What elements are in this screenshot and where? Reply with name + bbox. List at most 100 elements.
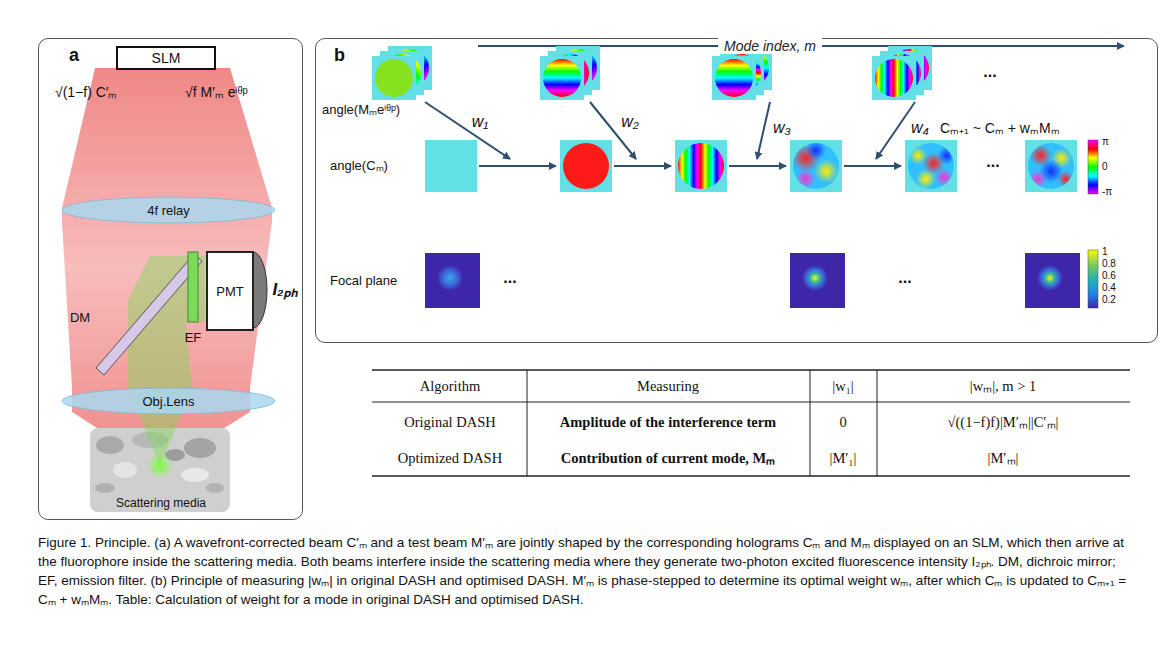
panel: b [315,38,1158,343]
ellipsis: ... [986,153,999,171]
weight-label: w₃ [773,119,791,137]
table-rule [810,370,811,476]
lens-shape [62,388,275,414]
phase-ground [905,140,957,192]
beam-label: √(1−f) C′ₘ [55,84,117,100]
weight-label: w₁ [472,113,489,131]
table-cell: Optimized DASH [398,450,502,467]
correction-hologram [905,140,957,192]
phase-colorbar [1088,140,1098,194]
table-cell: Original DASH [404,414,495,431]
table-rule [527,370,528,476]
correction-phase [563,143,609,189]
scatterer [206,483,224,493]
focal-spot [437,265,463,291]
panel: aSLM4f relayPMTObj.LensScattering media [38,38,303,520]
node-label: SLM [152,50,181,66]
colorbar-tick: 1 [1102,246,1108,258]
colorbar-tick: 0.4 [1102,282,1116,294]
weight-arrow [425,102,510,159]
table-cell: Contribution of current mode, Mₘ [561,450,776,467]
phase-blob [935,168,953,186]
ellipsis: ... [898,269,911,287]
phase-blob [796,169,816,189]
colorbar-tick: -π [1102,186,1112,198]
weight-arrow [590,102,636,159]
node-label: 4f relay [147,203,190,218]
colorbar-tick: 0.6 [1102,270,1116,282]
table-rule [877,370,878,476]
update-arrow [729,165,786,167]
correction-phase [1025,140,1077,192]
node-label: Scattering media [116,496,206,510]
scatterer [95,483,115,493]
mode-phase [375,59,413,97]
scatterer [184,438,216,458]
relay-lens: 4f relay [61,196,276,224]
table-cell: 0 [839,414,846,431]
panel-letter: b [334,45,345,66]
ellipsis: ... [503,269,516,287]
table-cell: Algorithm [420,378,480,395]
weight-label: w₂ [621,113,639,131]
focal-image [790,253,845,308]
part-label: EF [185,331,202,346]
scatterer [181,468,209,482]
mode-hologram [712,56,756,100]
colorbar-tick: 0.8 [1102,258,1116,270]
correction-hologram [425,140,477,192]
scatterer [113,462,137,478]
mode-hologram [872,56,916,100]
update-formula: Cₘ₊₁ ~ Cₘ + wₘMₘ [940,120,1060,136]
correction-hologram [790,140,842,192]
mode-hologram [372,56,416,100]
dichroic-mirror [96,254,202,375]
table-cell: |M′₁| [830,450,857,467]
lens-shape [62,197,275,223]
correction-phase [790,140,842,192]
correction-phase [678,143,724,189]
row-label: Focal plane [330,274,397,289]
focal-spot [147,453,173,479]
table-rule [372,475,1130,477]
weight-arrow [757,102,770,159]
slm-box: SLM [116,46,216,70]
mode-phase [543,59,581,97]
node-label: Obj.Lens [142,394,194,409]
table-cell: Amplitude of the interference term [560,414,776,431]
phase-ground [1025,140,1077,192]
table-rule [372,369,1130,371]
row-label: angle(Mₘeⁱᶿᵖ) [322,103,400,118]
update-arrow [844,165,901,167]
weight-arrow [876,102,915,159]
focal-image [425,253,480,308]
ellipsis: ... [983,63,996,81]
sample-region: Scattering media [91,429,231,513]
objective-lens: Obj.Lens [61,387,276,415]
phase-ground [790,140,842,192]
phase-blob [1058,171,1074,187]
panel-letter: a [69,45,79,66]
phase-blob [916,169,936,189]
table-cell: √((1−f)f)|M′ₘ||C′ₘ| [948,414,1059,431]
beam-label: √f M′ₘ eⁱᶿᵖ [185,84,248,100]
signal-label: I₂ₚₕ [272,280,297,300]
colorbar-tick: 0.2 [1102,294,1116,306]
update-arrow [479,165,556,167]
focal-image [1025,253,1080,308]
row-label: angle(Cₘ) [330,159,388,174]
part-label: DM [70,311,90,326]
phase-blob [814,159,838,183]
update-arrow [614,165,671,167]
table-cell: Measuring [637,378,699,395]
colorbar-tick: π [1102,136,1109,148]
pmt-detector [253,252,267,328]
weight-label: w₄ [911,119,929,137]
phase-blob [938,147,956,165]
correction-hologram [1025,140,1077,192]
table-cell: |wₘ|, m > 1 [970,378,1036,395]
table-rule [372,402,1130,403]
mode-phase [875,59,913,97]
phase-blob [806,140,826,160]
focal-spot [802,265,828,291]
